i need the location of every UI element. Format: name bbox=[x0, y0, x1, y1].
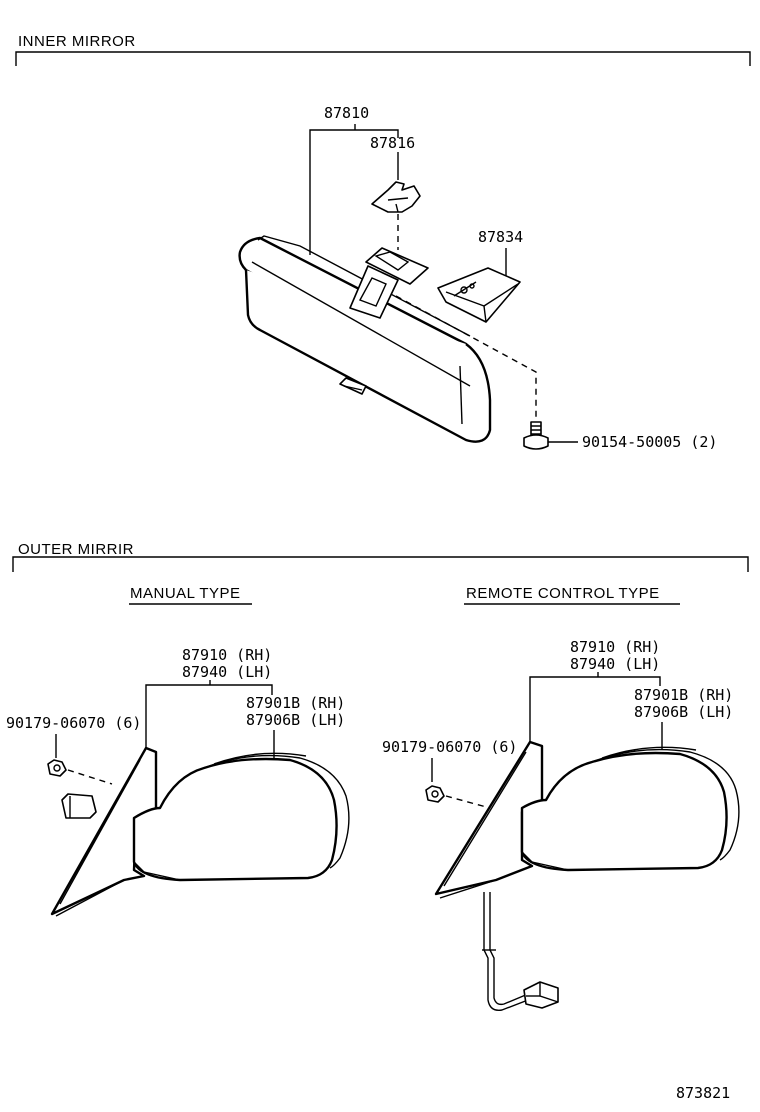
label-87810: 87810 bbox=[324, 104, 369, 122]
manual-sub-lh: 87906B (LH) bbox=[246, 711, 345, 729]
remote-type-heading: REMOTE CONTROL TYPE bbox=[466, 585, 660, 602]
manual-type-heading: MANUAL TYPE bbox=[130, 585, 241, 602]
remote-dash-nut bbox=[445, 795, 491, 809]
leader-87810 bbox=[309, 129, 399, 255]
remote-type-group: REMOTE CONTROL TYPE 87910 (RH) 87940 (LH… bbox=[382, 585, 740, 1011]
remote-mirror-drawing bbox=[434, 740, 740, 1011]
remote-sub-lh: 87906B (LH) bbox=[634, 703, 733, 721]
remote-leader-assy bbox=[529, 676, 661, 744]
cover-87834 bbox=[437, 267, 521, 323]
manual-nut-icon bbox=[47, 759, 67, 777]
inner-mirror-section: INNER MIRROR 87810 87816 bbox=[15, 33, 751, 451]
outer-section-bracket bbox=[12, 556, 749, 572]
remote-nut-icon bbox=[425, 785, 445, 803]
outer-mirror-section: OUTER MIRRIR MANUAL TYPE 87910 (RH) 8794… bbox=[6, 541, 749, 1102]
remote-sub-rh: 87901B (RH) bbox=[634, 686, 733, 704]
figure-number: 873821 bbox=[676, 1084, 730, 1102]
manual-mirror-drawing bbox=[50, 746, 350, 917]
manual-sub-rh: 87901B (RH) bbox=[246, 694, 345, 712]
manual-type-group: MANUAL TYPE 87910 (RH) 87940 (LH) 87901B… bbox=[6, 585, 350, 917]
label-87834: 87834 bbox=[478, 228, 523, 246]
manual-nut-label: 90179-06070 (6) bbox=[6, 714, 141, 732]
label-87816: 87816 bbox=[370, 134, 415, 152]
manual-assy-rh: 87910 (RH) bbox=[182, 646, 272, 664]
manual-dash-nut bbox=[67, 769, 113, 785]
inner-section-bracket bbox=[15, 51, 751, 66]
manual-leader-assy bbox=[145, 684, 273, 750]
inner-mirror-title: INNER MIRROR bbox=[18, 33, 136, 50]
screw-90154 bbox=[523, 421, 549, 450]
outer-mirror-title: OUTER MIRRIR bbox=[18, 541, 134, 558]
remote-assy-lh: 87940 (LH) bbox=[570, 655, 660, 673]
label-90154-50005: 90154-50005 (2) bbox=[582, 433, 717, 451]
mirror-body-87810 bbox=[238, 235, 492, 443]
remote-nut-label: 90179-06070 (6) bbox=[382, 738, 517, 756]
bracket-87816 bbox=[371, 181, 421, 213]
remote-assy-rh: 87910 (RH) bbox=[570, 638, 660, 656]
manual-assy-lh: 87940 (LH) bbox=[182, 663, 272, 681]
dash-mount-to-screw bbox=[395, 295, 537, 420]
